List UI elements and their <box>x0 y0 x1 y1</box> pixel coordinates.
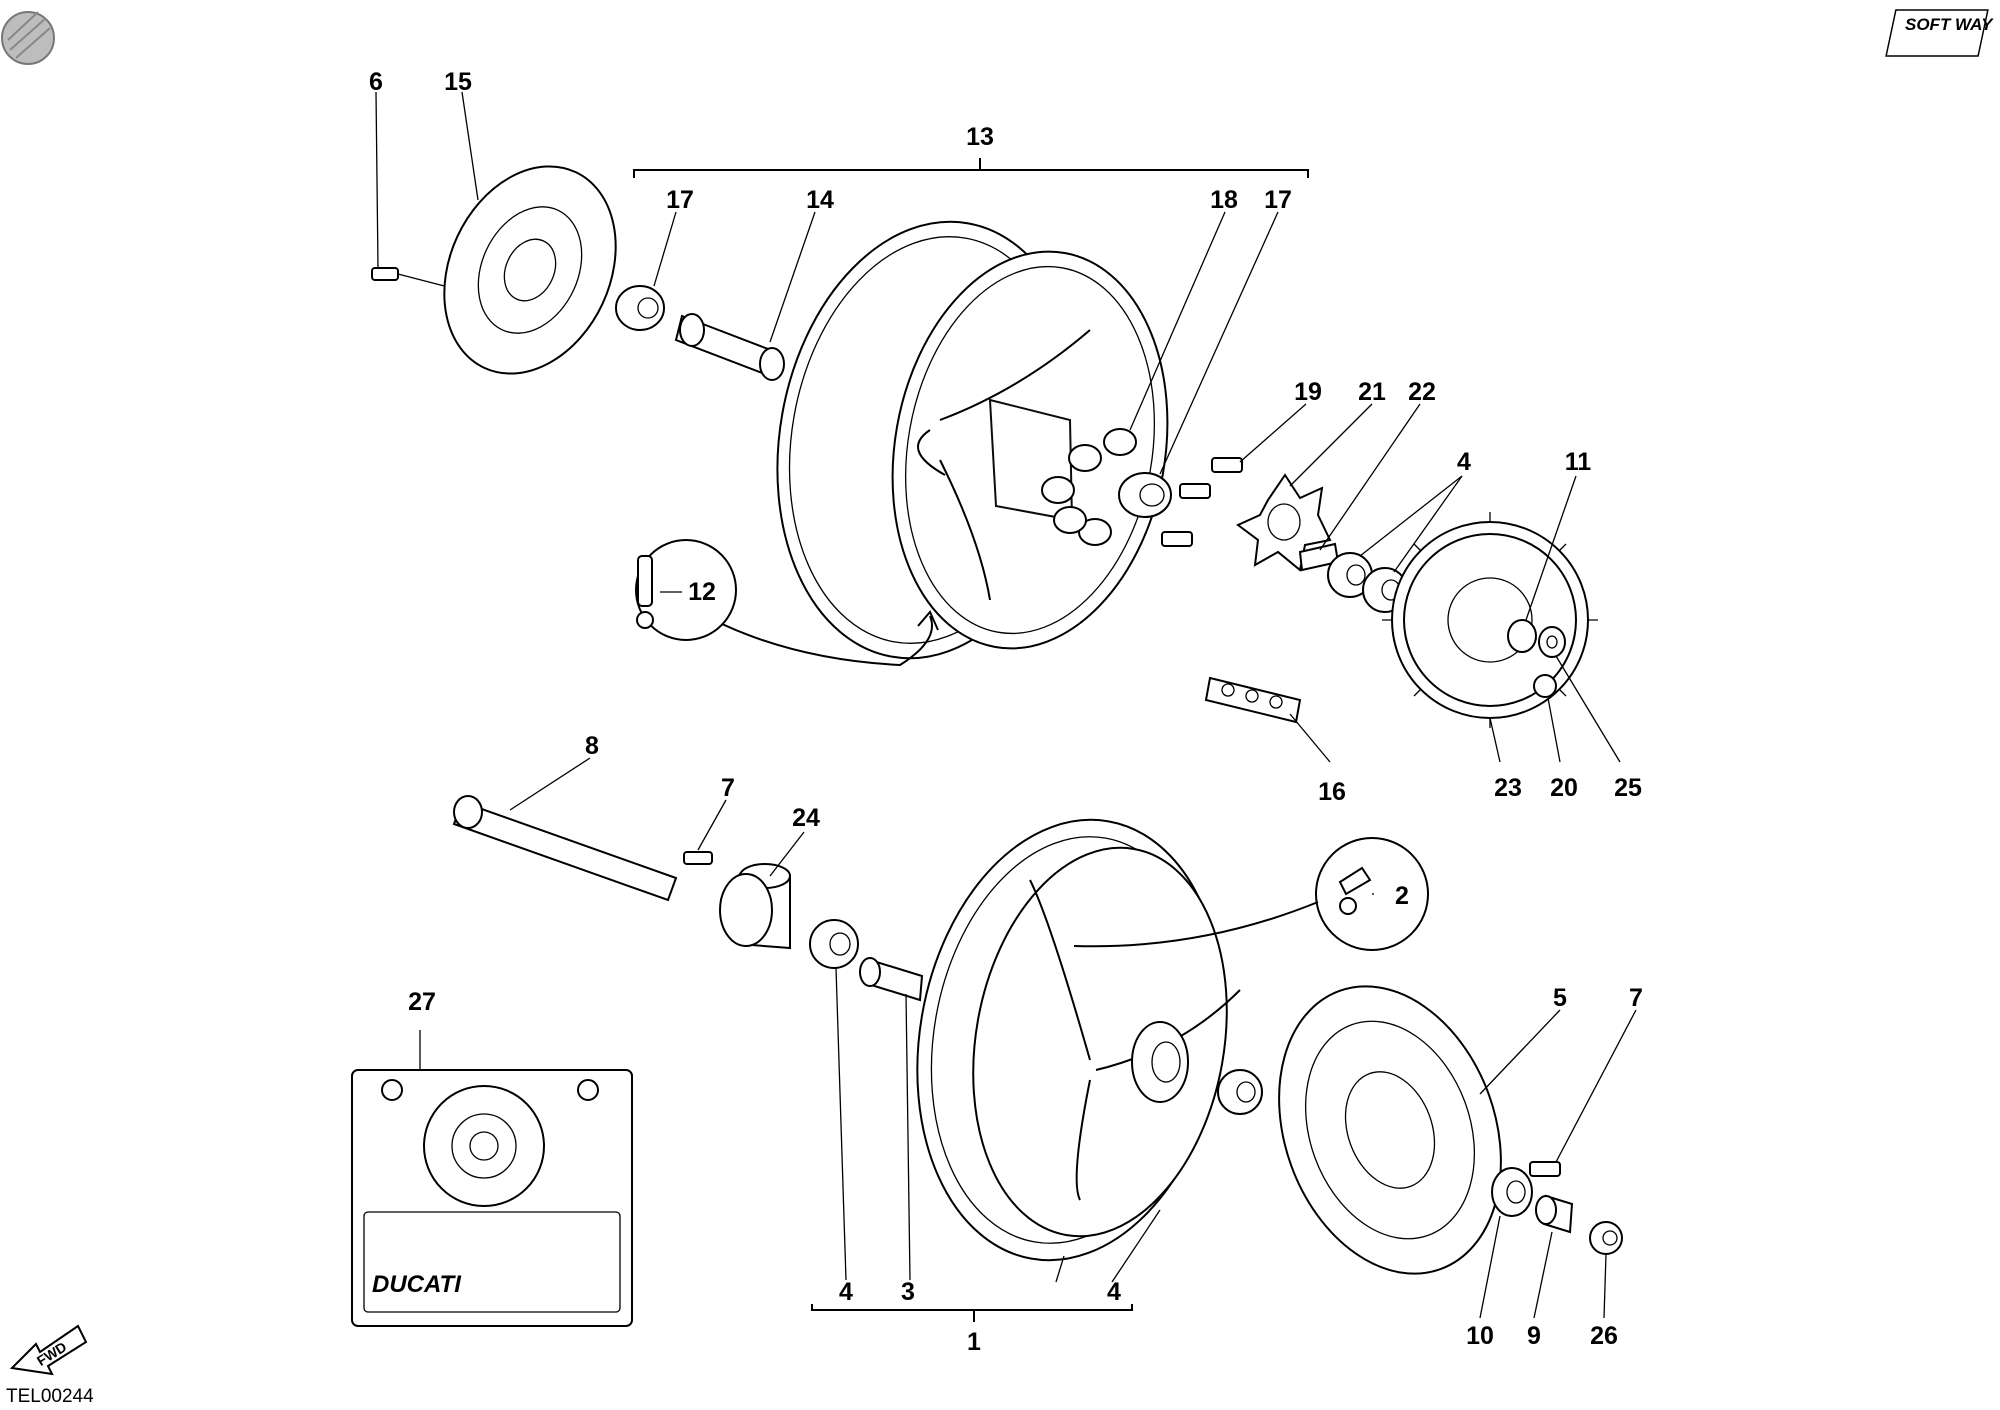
callout-7-right: 7 <box>1629 984 1643 1012</box>
callout-5: 5 <box>1553 984 1567 1012</box>
callout-2: 2 <box>1395 882 1409 910</box>
part-4-front-bearing-left <box>809 919 859 969</box>
corner-disc-icon <box>1 11 55 65</box>
part-20-nut <box>1533 674 1557 698</box>
callout-15: 15 <box>444 68 472 96</box>
callout-20: 20 <box>1550 774 1578 802</box>
rear-wheel-assembly-bracket: 13 <box>633 123 1309 178</box>
part-23-rear-sprocket <box>1382 512 1598 728</box>
inset-brand-label: DUCATI <box>372 1271 462 1298</box>
part-3-sleeve <box>859 957 924 1002</box>
callout-14: 14 <box>806 186 834 214</box>
part-18-bearing <box>1118 472 1172 518</box>
callout-27: 27 <box>408 988 436 1016</box>
part-21-sprocket-carrier <box>1236 473 1332 572</box>
part-11-nut <box>1507 619 1537 653</box>
rear-leader-lines <box>375 91 1621 763</box>
callout-18: 18 <box>1210 186 1238 214</box>
rear-hub-studs <box>1041 428 1137 546</box>
callout-26: 26 <box>1590 1322 1618 1350</box>
callout-10: 10 <box>1466 1322 1494 1350</box>
callout-13: 13 <box>966 123 994 151</box>
callout-21: 21 <box>1358 378 1386 406</box>
svg-text:SOFT WAY: SOFT WAY <box>1905 15 1994 34</box>
fwd-arrow-icon: FWD <box>9 1324 88 1376</box>
part-24-spacer <box>719 863 791 950</box>
callout-12: 12 <box>688 578 716 606</box>
part-9-spacer <box>1535 1194 1574 1234</box>
valve-detail-callout <box>635 539 939 667</box>
callout-1: 1 <box>967 1328 981 1356</box>
part-4-front-bearing-right <box>1217 1069 1263 1115</box>
part-16-chain-link <box>1204 676 1302 724</box>
callout-8: 8 <box>585 732 599 760</box>
callout-24: 24 <box>792 804 820 832</box>
callout-4-rear: 4 <box>1457 448 1471 476</box>
rear-wheel-rim <box>776 220 1169 660</box>
callout-6: 6 <box>369 68 383 96</box>
front-wheel-assembly-bracket: 1 <box>811 1304 1133 1356</box>
front-leader-lines <box>419 757 1637 1319</box>
inset-27-front-sprocket-detail: DUCATI <box>351 1069 633 1327</box>
part-7-screw-top <box>683 851 713 865</box>
callout-22: 22 <box>1408 378 1436 406</box>
callout-3: 3 <box>901 1278 915 1306</box>
part-8-front-axle <box>452 795 678 902</box>
softway-logo: SOFT WAY <box>1885 9 1994 57</box>
callout-17-right: 17 <box>1264 186 1292 214</box>
callout-17-left: 17 <box>666 186 694 214</box>
part-25-washer <box>1538 626 1566 658</box>
callout-25: 25 <box>1614 774 1642 802</box>
front-wheel-rim <box>916 818 1241 1262</box>
part-5-front-brake-disc <box>1278 985 1502 1275</box>
part-14-spacer <box>674 313 785 381</box>
part-26-nut <box>1589 1221 1623 1255</box>
part-10-seal <box>1491 1167 1533 1217</box>
part-6-screw <box>371 267 453 289</box>
callout-23: 23 <box>1494 774 1522 802</box>
diagram-code: TEL00244 <box>6 1386 94 1407</box>
callout-7-top: 7 <box>721 774 735 802</box>
callout-9: 9 <box>1527 1322 1541 1350</box>
part-7-screw-right <box>1529 1161 1561 1177</box>
callout-16: 16 <box>1318 778 1346 806</box>
callout-11: 11 <box>1565 448 1592 476</box>
part-15-rear-brake-disc <box>443 165 617 375</box>
callout-19: 19 <box>1294 378 1322 406</box>
callout-4-front-left: 4 <box>839 1278 853 1306</box>
callout-4-front-right: 4 <box>1107 1278 1121 1306</box>
part-19-studs <box>1161 457 1243 547</box>
part-17-bearing <box>615 285 665 331</box>
